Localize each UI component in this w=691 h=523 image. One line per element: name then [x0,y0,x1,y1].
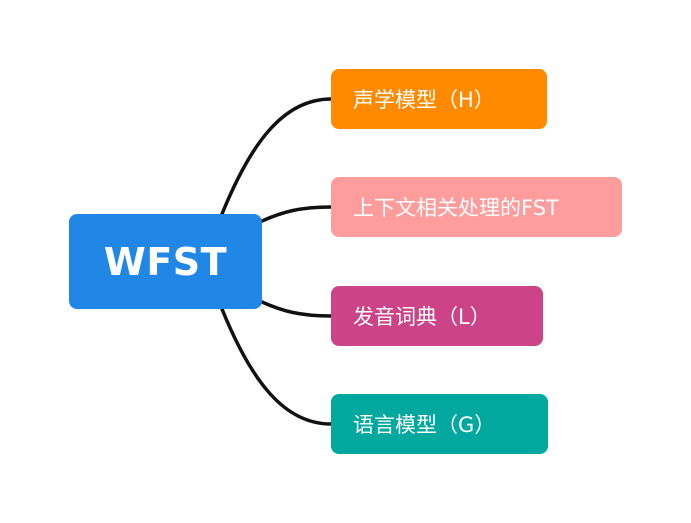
connector-pronunciation-dictionary [260,300,333,318]
branch-node-context-fst[interactable]: 上下文相关处理的FST [331,177,622,237]
connector-context-fst [260,205,333,223]
connector-acoustic-model [220,97,333,216]
connector-language-model [220,307,333,426]
branch-node-acoustic-model[interactable]: 声学模型（H） [331,69,547,129]
branch-node-pronunciation-dictionary[interactable]: 发音词典（L） [331,286,543,346]
root-node-wfst[interactable]: WFST [69,214,262,309]
branch-node-language-model[interactable]: 语言模型（G） [331,394,548,454]
